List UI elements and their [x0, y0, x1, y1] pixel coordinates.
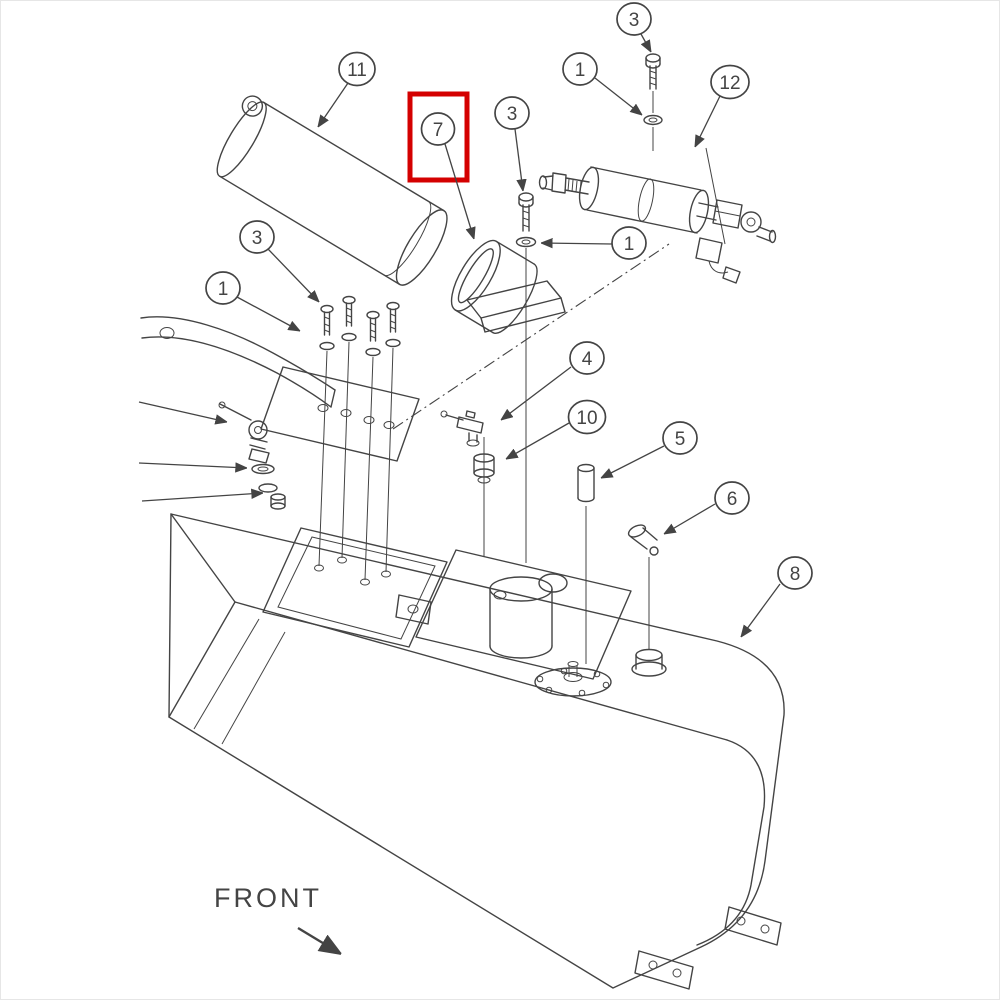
mount-cup-bracket — [466, 280, 566, 333]
callout-1-center-washer[interactable]: 1 — [541, 226, 647, 260]
callout-11-canister[interactable]: 11 — [318, 51, 376, 128]
callout-label: 1 — [624, 234, 635, 255]
screw-center — [515, 192, 537, 563]
callout-label: 12 — [719, 73, 740, 94]
callout-label: 6 — [727, 489, 738, 510]
fuel-sender-flange — [534, 661, 612, 697]
front-label: FRONT — [214, 883, 322, 913]
highlight-box-part-7 — [407, 91, 470, 183]
callout-label: 1 — [575, 60, 586, 81]
callout-label: 3 — [507, 104, 518, 125]
callout-4-valve[interactable]: 4 — [501, 341, 605, 420]
tank-top-nut — [631, 648, 667, 677]
bracket-plate — [260, 366, 420, 462]
part-11-canister — [216, 95, 448, 286]
callout-label: 3 — [252, 228, 263, 249]
screw-top-right — [643, 53, 663, 151]
callout-label: 8 — [790, 564, 801, 585]
callout-label: 1 — [218, 279, 229, 300]
callout-6-elbow[interactable]: 6 — [664, 481, 750, 534]
callout-1-left-washers[interactable]: 1 — [205, 271, 300, 331]
part-7-mount-cup — [450, 239, 538, 334]
callout-8-tank[interactable]: 8 — [741, 556, 813, 637]
left-leader-arrows — [138, 401, 263, 502]
callout-3-top-right[interactable]: 3 — [616, 2, 652, 52]
callout-label: 3 — [629, 10, 640, 31]
valve-assembly — [218, 401, 286, 510]
callout-5-float[interactable]: 5 — [601, 421, 698, 478]
assembly-guide-lines — [392, 243, 670, 664]
part-8-fuel-tank — [168, 513, 785, 990]
callout-label: 10 — [576, 408, 597, 429]
callout-10-fitting[interactable]: 10 — [506, 399, 607, 460]
part-12-fuel-pump — [538, 147, 777, 284]
callout-3-left-screws[interactable]: 3 — [239, 220, 319, 302]
front-arrow-icon — [297, 926, 341, 954]
tank-top-filter-unit — [489, 573, 568, 659]
callout-7-mount-cup[interactable]: 7 — [420, 112, 475, 239]
mounting-strap — [140, 316, 336, 408]
callout-1-pump-washer[interactable]: 1 — [562, 52, 642, 115]
callout-label: 7 — [433, 120, 444, 141]
callout-12-pump[interactable]: 12 — [694, 64, 750, 148]
callout-3-center-screw[interactable]: 3 — [494, 96, 530, 191]
part-4-petcock — [440, 410, 484, 447]
front-indicator: FRONT — [214, 883, 341, 954]
part-5-float — [577, 463, 595, 503]
callout-label: 5 — [675, 429, 686, 450]
part-6-elbow — [627, 524, 659, 556]
callout-label: 4 — [582, 349, 593, 370]
callout-label: 11 — [347, 60, 367, 81]
mounting-screws-left — [318, 295, 401, 581]
